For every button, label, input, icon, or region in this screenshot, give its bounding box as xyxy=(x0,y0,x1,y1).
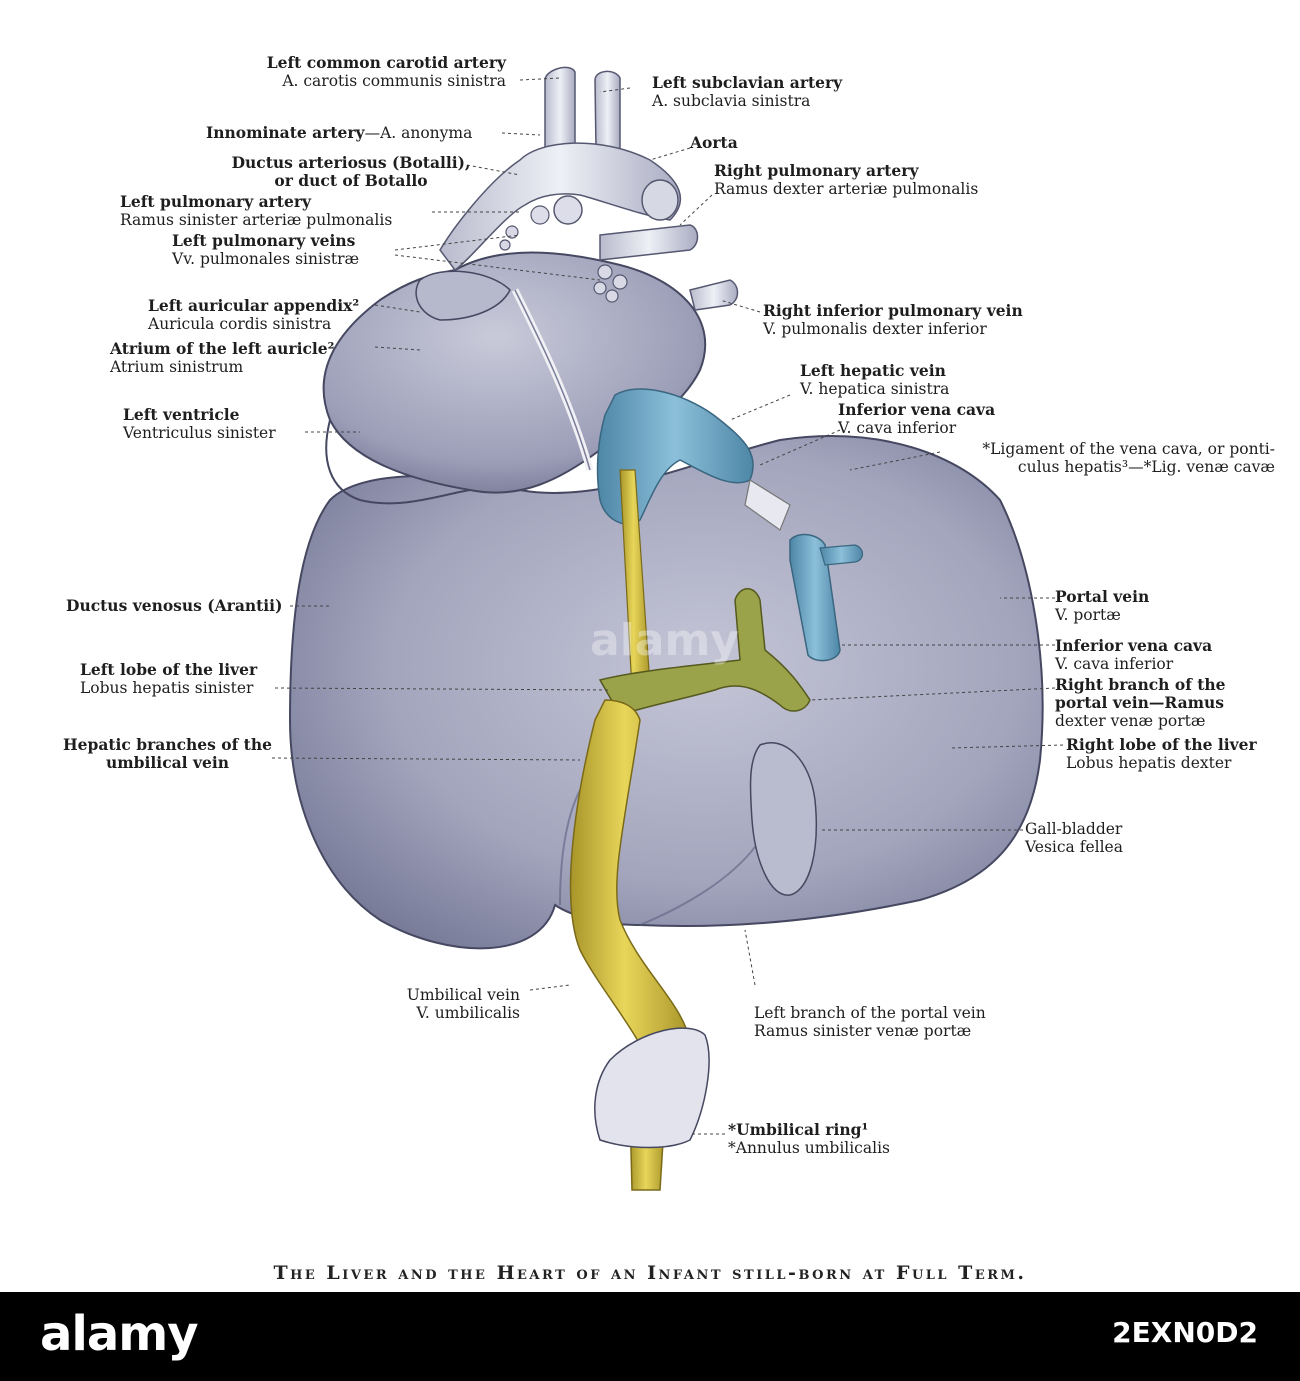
label-innominate: Innominate artery—A. anonyma xyxy=(206,123,473,143)
right-pulmonary-artery xyxy=(599,224,699,261)
aorta-cut-end xyxy=(641,179,679,221)
aortic-arch xyxy=(439,142,681,272)
label-left-hepatic-vein: Left hepatic vein V. hepatica sinistra xyxy=(800,361,950,399)
left-auricular-appendix xyxy=(415,270,511,321)
label-right-inferior-pulmonary-vein: Right inferior pulmonary vein V. pulmona… xyxy=(763,301,1023,339)
stock-image-id: 2EXN0D2 xyxy=(1112,1316,1258,1349)
stock-logo[interactable]: alamy xyxy=(40,1306,199,1362)
watermark: alamy xyxy=(590,615,739,666)
label-aorta: Aorta xyxy=(690,133,738,152)
left-pulmonary-artery-cut xyxy=(553,195,583,225)
gall-bladder xyxy=(749,742,818,896)
label-left-common-carotid: Left common carotid artery A. carotis co… xyxy=(266,53,506,91)
label-left-subclavian: Left subclavian artery A. subclavia sini… xyxy=(652,73,843,111)
portal-vein-branches xyxy=(598,588,811,716)
umbilical-ring xyxy=(594,1027,710,1149)
liver-shading xyxy=(559,789,761,926)
label-umbilical-vein: Umbilical vein V. umbilicalis xyxy=(406,986,520,1022)
label-ductus-venosus: Ductus venosus (Arantii) xyxy=(66,596,283,615)
stock-footer-bar: alamy 2EXN0D2 xyxy=(0,1292,1300,1381)
umbilical-vein xyxy=(569,699,691,1072)
label-right-lobe-liver: Right lobe of the liver Lobus hepatis de… xyxy=(1066,735,1257,773)
label-inferior-vena-cava-mid: Inferior vena cava V. cava inferior xyxy=(1055,636,1213,674)
label-left-branch-portal: Left branch of the portal vein Ramus sin… xyxy=(754,1004,986,1040)
label-umbilical-ring: *Umbilical ring¹ *Annulus umbilicalis xyxy=(728,1120,890,1158)
left-common-carotid xyxy=(544,66,576,151)
pulmonary-veins xyxy=(499,225,628,303)
label-portal-vein: Portal vein V. portæ xyxy=(1055,587,1150,625)
left-ventricle-shape xyxy=(325,419,471,505)
right-inferior-pulmonary-vein xyxy=(689,279,739,311)
leader-lines xyxy=(271,77,1064,1135)
label-hepatic-branches-umbilical: Hepatic branches of the umbilical vein xyxy=(63,735,272,772)
label-left-pulmonary-veins: Left pulmonary veins Vv. pulmonales sini… xyxy=(172,231,360,269)
inferior-vena-cava-lower xyxy=(789,533,841,662)
anatomy-illustration xyxy=(271,66,1064,1191)
ligament-vena-cava xyxy=(744,479,791,531)
label-ductus-arteriosus: Ductus arteriosus (Botalli), or duct of … xyxy=(231,153,471,190)
label-right-pulmonary-artery: Right pulmonary artery Ramus dexter arte… xyxy=(714,161,979,199)
label-left-lobe-liver: Left lobe of the liver Lobus hepatis sin… xyxy=(80,660,258,698)
label-left-pulmonary-artery: Left pulmonary artery Ramus sinister art… xyxy=(120,192,393,230)
label-left-auricular-appendix: Left auricular appendix² Auricula cordis… xyxy=(148,296,360,334)
label-right-branch-portal: Right branch of the portal vein—Ramus de… xyxy=(1055,675,1226,731)
figure-caption: The Liver and the Heart of an Infant sti… xyxy=(273,1262,1027,1284)
label-atrium-left-auricle: Atrium of the left auricle² Atrium sinis… xyxy=(110,339,335,377)
label-gall-bladder: Gall-bladder Vesica fellea xyxy=(1025,820,1123,856)
label-ligament-vena-cava: *Ligament of the vena cava, or ponti- cu… xyxy=(982,440,1275,476)
label-inferior-vena-cava-top: Inferior vena cava V. cava inferior xyxy=(838,400,996,438)
left-subclavian xyxy=(594,70,621,151)
label-left-ventricle: Left ventricle Ventriculus sinister xyxy=(123,405,276,443)
